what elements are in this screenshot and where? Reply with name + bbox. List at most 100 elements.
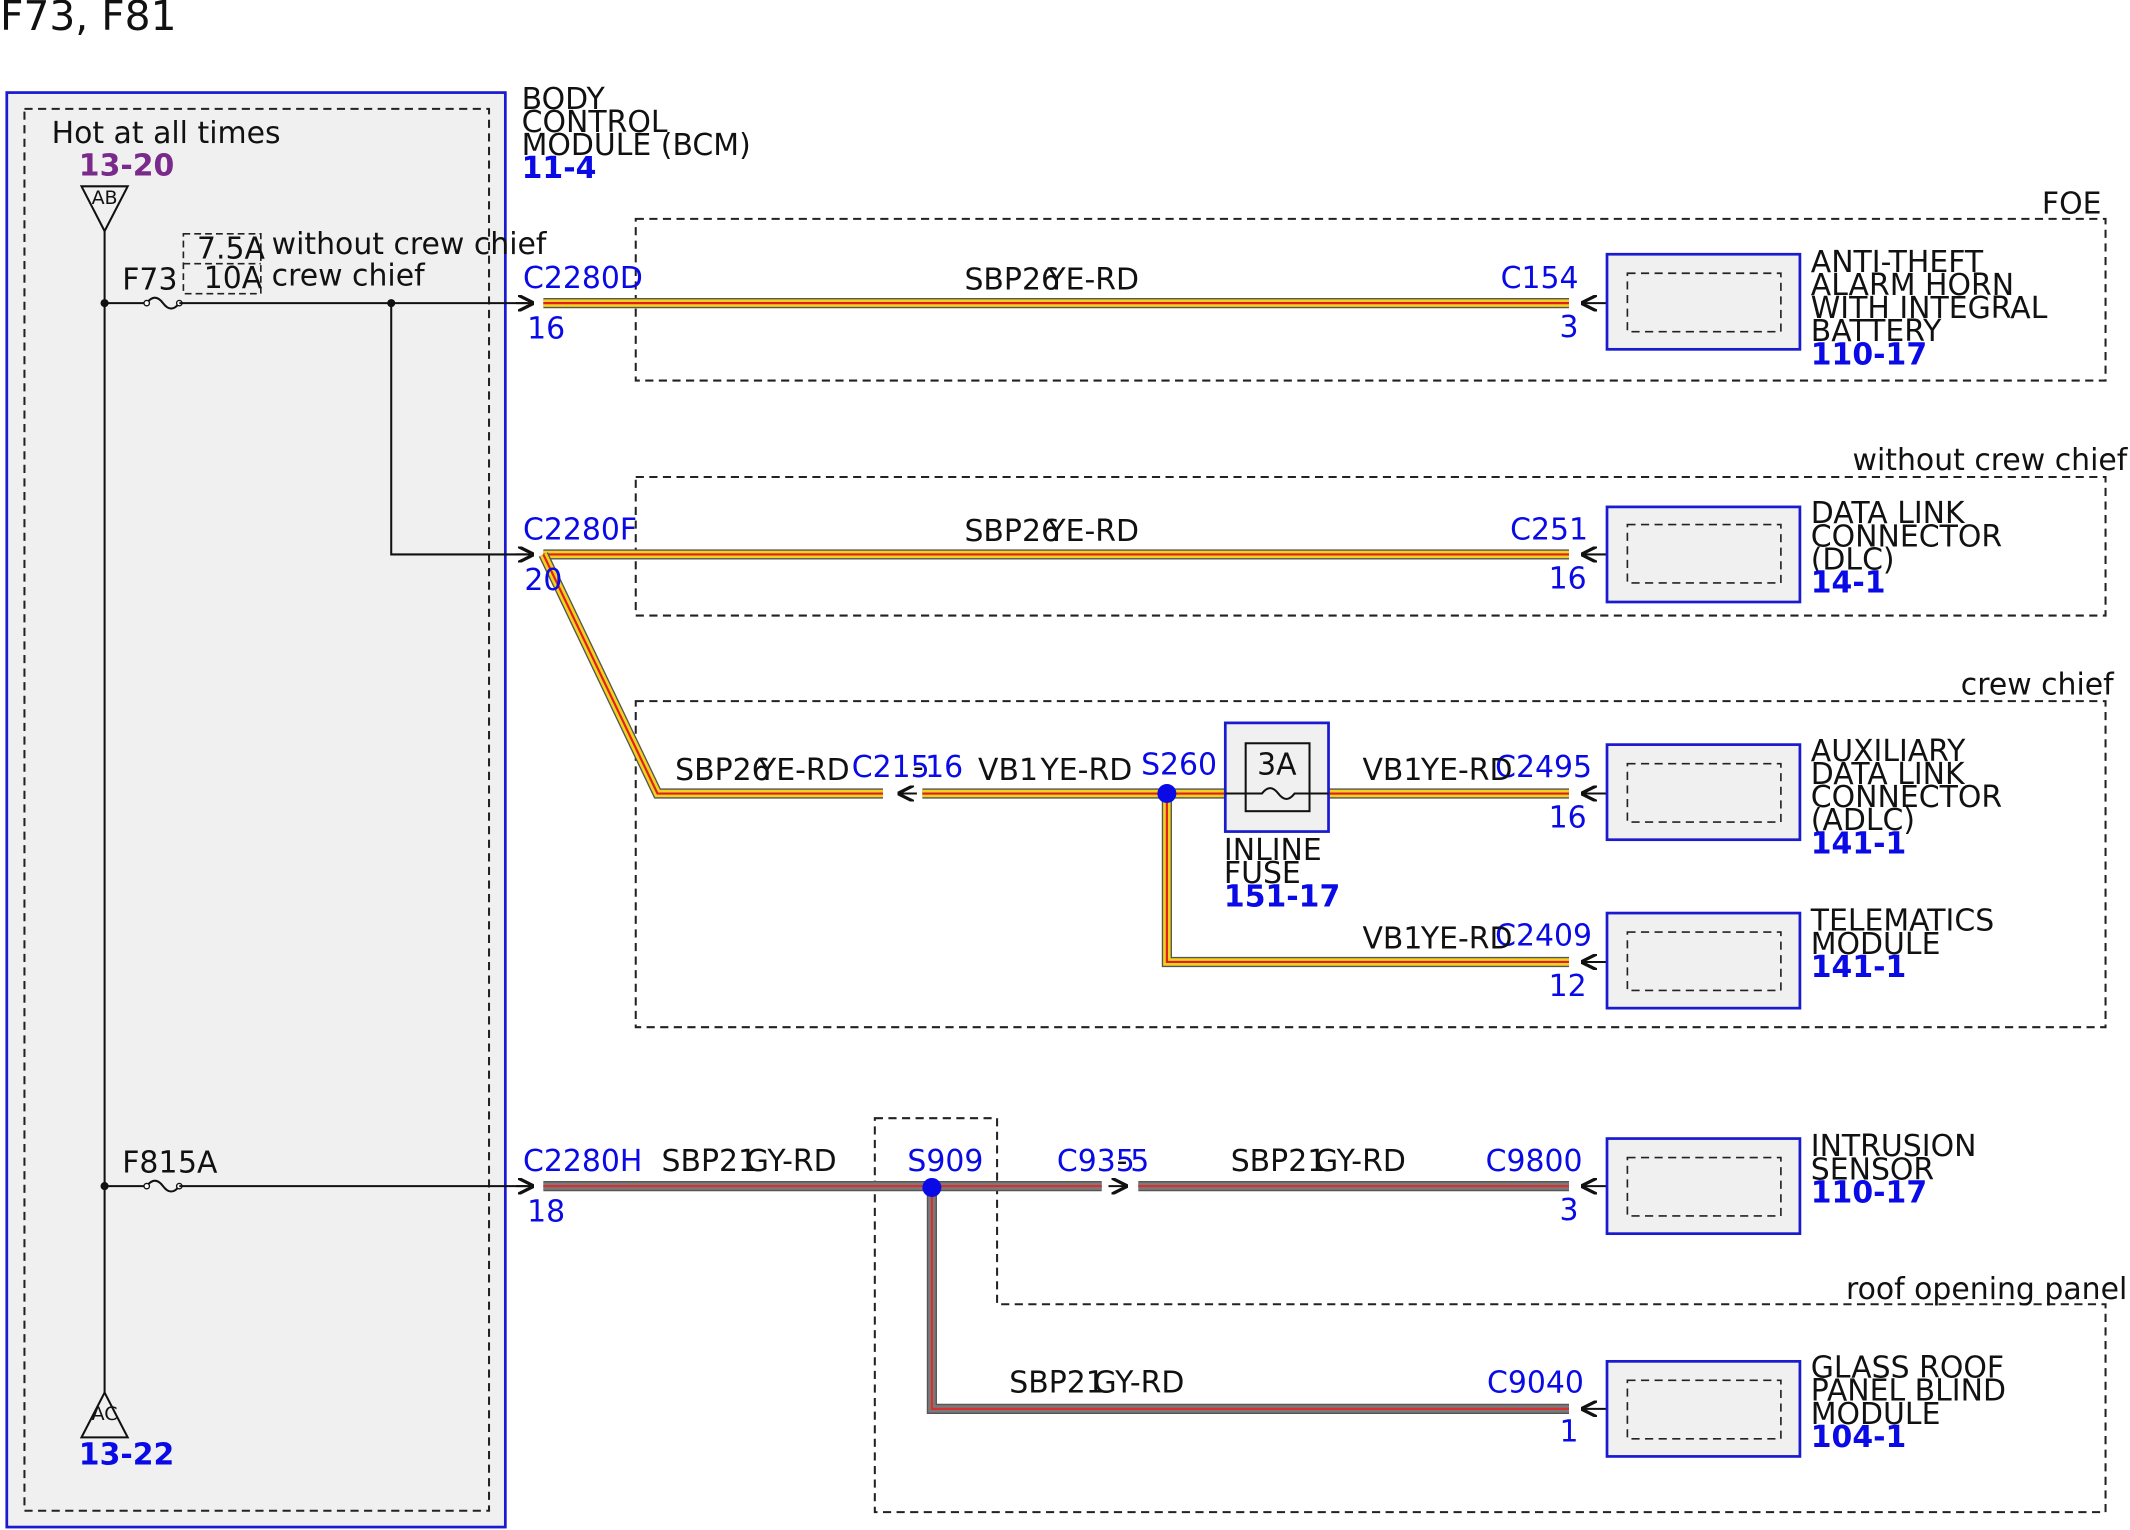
bcm-name-line-1: BODY <box>522 82 606 117</box>
bcm-internal-dashed-box <box>23 107 491 1512</box>
horn-name-line-4: BATTERY <box>1811 314 1942 349</box>
terminal-ab-reference-link[interactable]: 13-20 <box>79 148 175 183</box>
fuse-f73-symbol <box>145 296 181 310</box>
connector-c2280d-pin: 16 <box>527 311 565 346</box>
component-telematics-module[interactable] <box>1605 911 1802 1010</box>
bcm-name-line-2: CONTROL <box>522 105 668 140</box>
connector-c2280h-pin: 18 <box>527 1194 565 1229</box>
component-anti-theft-alarm-horn[interactable] <box>1605 252 1802 351</box>
wire-6-vb1 <box>1161 793 1569 968</box>
splice-s909[interactable] <box>922 1177 942 1197</box>
fuse-f73-rating-b: 10A <box>204 261 263 296</box>
wire-3-circuit: SBP26 <box>675 753 771 788</box>
horn-name-line-1: ANTI-THEFT <box>1811 245 1984 280</box>
wire-1-circuit: SBP26 <box>964 263 1060 298</box>
fuse-f81-rating: 5A <box>178 1146 218 1181</box>
splice-s260[interactable] <box>1157 784 1177 804</box>
terminal-ac-code: AC <box>92 1403 118 1425</box>
glass-roof-reference-link[interactable]: 104-1 <box>1811 1420 1907 1455</box>
glass-roof-name-line-1: GLASS ROOF <box>1811 1351 2004 1386</box>
inline-fuse-reference-link[interactable]: 151-17 <box>1224 879 1340 914</box>
dlc-reference-link[interactable]: 14-1 <box>1811 565 1886 600</box>
intrusion-name-line-1: INTRUSION <box>1811 1129 1977 1164</box>
fuse-f81-label: F81 <box>122 1146 177 1181</box>
wire-7-color: GY-RD <box>746 1144 837 1179</box>
connector-c9800-pin: 3 <box>1559 1193 1578 1228</box>
fuse-f81-symbol <box>145 1179 181 1193</box>
zone-crew-chief <box>634 700 2107 1029</box>
zone-without-crew-chief-label: without crew chief <box>1853 443 2129 478</box>
connector-c215-label: C215 <box>852 750 930 785</box>
connector-c2409-label: C2409 <box>1495 919 1592 954</box>
inline-fuse-rating: 3A <box>1257 748 1297 783</box>
horn-name-line-2: ALARM HORN <box>1811 268 2014 303</box>
connector-c935-label: C935 <box>1057 1144 1135 1179</box>
horn-name-line-3: WITH INTEGRAL <box>1811 291 2048 326</box>
dlc-name-line-3: (DLC) <box>1811 542 1895 577</box>
bcm-module-box <box>5 91 507 1529</box>
f73-branch-wire <box>390 303 528 556</box>
intrusion-reference-link[interactable]: 110-17 <box>1811 1175 1927 1210</box>
fuse-f73-rating-a: 7.5A <box>197 231 266 266</box>
wire-4-color: YE-RD <box>1040 753 1133 788</box>
component-auxiliary-data-link-connector[interactable] <box>1605 743 1802 842</box>
intrusion-name-line-2: SENSOR <box>1811 1152 1934 1187</box>
zone-roof-opening-panel-label: roof opening panel <box>1846 1272 2127 1307</box>
wire-5-color: YE-RD <box>1420 753 1513 788</box>
component-glass-roof-panel-blind-module[interactable] <box>1605 1359 1802 1458</box>
inline-fuse-box[interactable] <box>1223 721 1330 833</box>
connector-c2280f-pin: 20 <box>524 563 562 598</box>
hot-at-all-times-label: Hot at all times <box>52 116 281 151</box>
inline-fuse-inner <box>1244 742 1311 813</box>
connector-c935-separator: - <box>1117 1144 1128 1179</box>
wire-6-color: YE-RD <box>1420 921 1513 956</box>
telematics-name-line-2: MODULE <box>1811 927 1941 962</box>
connector-c2409-pin: 12 <box>1549 969 1587 1004</box>
zone-foe-label: FOE <box>2042 186 2102 221</box>
inline-fuse-name-line-2: FUSE <box>1224 856 1301 891</box>
terminal-ab-symbol <box>79 185 130 234</box>
connector-c2495-pin: 16 <box>1549 800 1587 835</box>
bcm-reference-link[interactable]: 11-4 <box>522 151 597 186</box>
wire-layer <box>538 298 1569 1414</box>
terminal-ac-symbol <box>79 1390 130 1439</box>
dlc-name-line-2: CONNECTOR <box>1811 519 2002 554</box>
adlc-name-line-4: (ADLC) <box>1811 803 1915 838</box>
connector-c251-label: C251 <box>1510 513 1588 548</box>
dlc-name-line-1: DATA LINK <box>1811 496 1966 531</box>
inline-fuse-symbol <box>1225 787 1329 800</box>
connector-c154-label: C154 <box>1501 261 1579 296</box>
wire-1-color: YE-RD <box>1046 263 1139 298</box>
adlc-name-line-3: CONNECTOR <box>1811 780 2002 815</box>
glass-roof-name-line-2: PANEL BLIND <box>1811 1374 2006 1409</box>
horn-reference-link[interactable]: 110-17 <box>1811 337 1927 372</box>
connector-c9040-pin: 1 <box>1559 1414 1578 1449</box>
fuse-f73-condition-b: crew chief <box>272 258 426 293</box>
wire-2-color: YE-RD <box>1046 514 1139 549</box>
page-title: F73, F81 <box>0 0 177 40</box>
connector-c215-separator: - <box>913 750 924 785</box>
telematics-reference-link[interactable]: 141-1 <box>1811 950 1907 985</box>
zone-without-crew-chief <box>634 475 2107 617</box>
wire-3-sbp26 <box>538 552 883 799</box>
wire-7-circuit: SBP21 <box>662 1144 757 1179</box>
adlc-name-line-1: AUXILIARY <box>1811 734 1966 769</box>
terminal-ac-reference-link[interactable]: 13-22 <box>79 1438 175 1473</box>
component-intrusion-sensor[interactable] <box>1605 1137 1802 1236</box>
connector-c935-pin: 5 <box>1130 1144 1149 1179</box>
wire-6-circuit: VB1 <box>1362 921 1422 956</box>
wire-8-circuit: SBP21 <box>1231 1144 1327 1179</box>
adlc-reference-link[interactable]: 141-1 <box>1811 826 1907 861</box>
fuse-f73-terminal-left <box>143 299 151 307</box>
splice-s909-label: S909 <box>907 1144 983 1179</box>
zone-crew-chief-label: crew chief <box>1961 667 2115 702</box>
connector-c9800-label: C9800 <box>1486 1144 1583 1179</box>
fuse-f73-condition-a: without crew chief <box>272 227 548 262</box>
terminal-ab-code: AB <box>92 187 118 209</box>
bcm-name-line-3: MODULE (BCM) <box>522 128 751 163</box>
connector-c2280h-label: C2280H <box>523 1144 642 1179</box>
glass-roof-name-line-3: MODULE <box>1811 1397 1941 1432</box>
component-data-link-connector[interactable] <box>1605 505 1802 604</box>
fuse-f81-terminal-left <box>143 1182 151 1190</box>
